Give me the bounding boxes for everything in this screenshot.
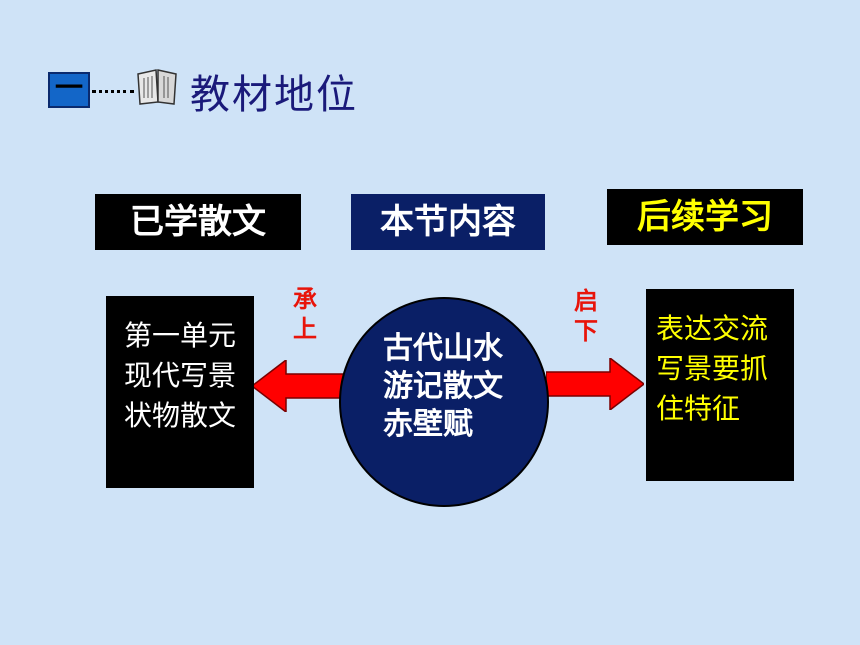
next-study-line: 住特征 [656, 392, 741, 425]
next-study-box: 表达交流 写景要抓 住特征 [646, 289, 794, 481]
current-content-line: 游记散文 [383, 369, 503, 404]
header-current-content: 本节内容 [351, 194, 545, 250]
section-number-badge: 一 [48, 72, 90, 108]
current-content-text: 古代山水 游记散文 赤壁赋 [383, 330, 503, 444]
book-icon [137, 69, 177, 105]
previous-unit-line: 第一单元 [123, 319, 236, 352]
next-study-line: 表达交流 [656, 312, 769, 345]
previous-unit-line: 状物散文 [123, 399, 236, 432]
page-title: 教材地位 [190, 72, 358, 118]
header-next-study: 后续学习 [607, 189, 803, 245]
current-content-line: 古代山水 [383, 331, 503, 366]
label-down-char-1: 启 [574, 287, 598, 315]
label-down-char-2: 下 [574, 317, 598, 345]
header-learned-prose: 已学散文 [95, 194, 301, 250]
dotted-connector [92, 90, 134, 93]
label-up-char-2: 上 [293, 315, 317, 343]
right-arrow [546, 358, 644, 410]
current-content-circle [339, 297, 549, 507]
label-lead-next: 启 下 [571, 286, 601, 346]
previous-unit-box: 第一单元 现代写景 状物散文 [106, 296, 254, 488]
current-content-line: 赤壁赋 [383, 407, 473, 442]
next-study-line: 写景要抓 [656, 352, 769, 385]
label-up-char-1: 承 [293, 285, 317, 313]
previous-unit-line: 现代写景 [123, 359, 236, 392]
left-arrow [252, 360, 348, 412]
label-connect-previous: 承 上 [290, 284, 320, 344]
